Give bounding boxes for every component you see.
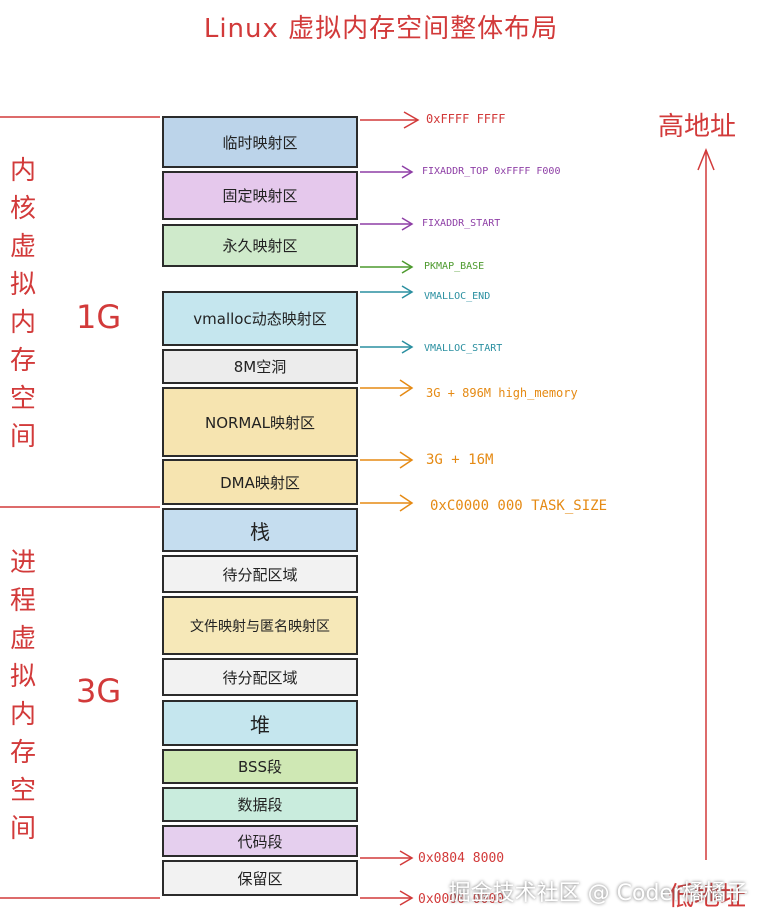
segment-temp-map: 临时映射区 xyxy=(162,116,358,168)
addr-label: 0xC0000 000 TASK_SIZE xyxy=(430,498,608,514)
segment-data: 数据段 xyxy=(162,787,358,822)
segment-normal: NORMAL映射区 xyxy=(162,387,358,457)
high-address-label: 高地址 xyxy=(658,112,737,142)
addr-label: 0xFFFF FFFF xyxy=(426,112,506,126)
addr-label: VMALLOC_START xyxy=(424,343,503,354)
addr-label: FIXADDR_START xyxy=(422,218,501,229)
addr-label: PKMAP_BASE xyxy=(424,261,485,272)
kernel-size-label: 1G xyxy=(76,298,122,336)
segment-dma: DMA映射区 xyxy=(162,459,358,505)
segment-bss: BSS段 xyxy=(162,749,358,784)
user-size-label: 3G xyxy=(76,672,122,710)
diagram-title: Linux 虚拟内存空间整体布局 xyxy=(203,14,559,44)
segment-mmap: 文件映射与匿名映射区 xyxy=(162,596,358,655)
addr-label: 0x0804 8000 xyxy=(418,851,505,866)
low-address-label: 低地址 xyxy=(668,882,747,912)
segment-persistent-map: 永久映射区 xyxy=(162,224,358,267)
kernel-space-label: 内核虚拟内存空间 xyxy=(9,156,36,452)
watermark: 掘金技术社区 @ Coder橘橘子 xyxy=(448,881,748,906)
segment-8m-hole: 8M空洞 xyxy=(162,349,358,384)
segment-reserved: 保留区 xyxy=(162,860,358,896)
segment-heap: 堆 xyxy=(162,700,358,746)
segment-text: 代码段 xyxy=(162,825,358,857)
segment-unallocated-1: 待分配区域 xyxy=(162,555,358,593)
user-space-label: 进程虚拟内存空间 xyxy=(9,548,36,844)
segment-stack: 栈 xyxy=(162,508,358,552)
segment-unallocated-2: 待分配区域 xyxy=(162,658,358,696)
addr-label: 3G + 16M xyxy=(426,452,494,468)
addr-label: FIXADDR_TOP 0xFFFF F000 xyxy=(422,166,561,177)
segment-vmalloc: vmalloc动态映射区 xyxy=(162,291,358,346)
addr-label: VMALLOC_END xyxy=(424,291,491,302)
addr-label: 0x0000 0000 xyxy=(418,892,505,907)
high-low-arrow-head xyxy=(697,147,715,171)
segment-fixed-map: 固定映射区 xyxy=(162,171,358,220)
addr-label: 3G + 896M high_memory xyxy=(426,386,578,400)
